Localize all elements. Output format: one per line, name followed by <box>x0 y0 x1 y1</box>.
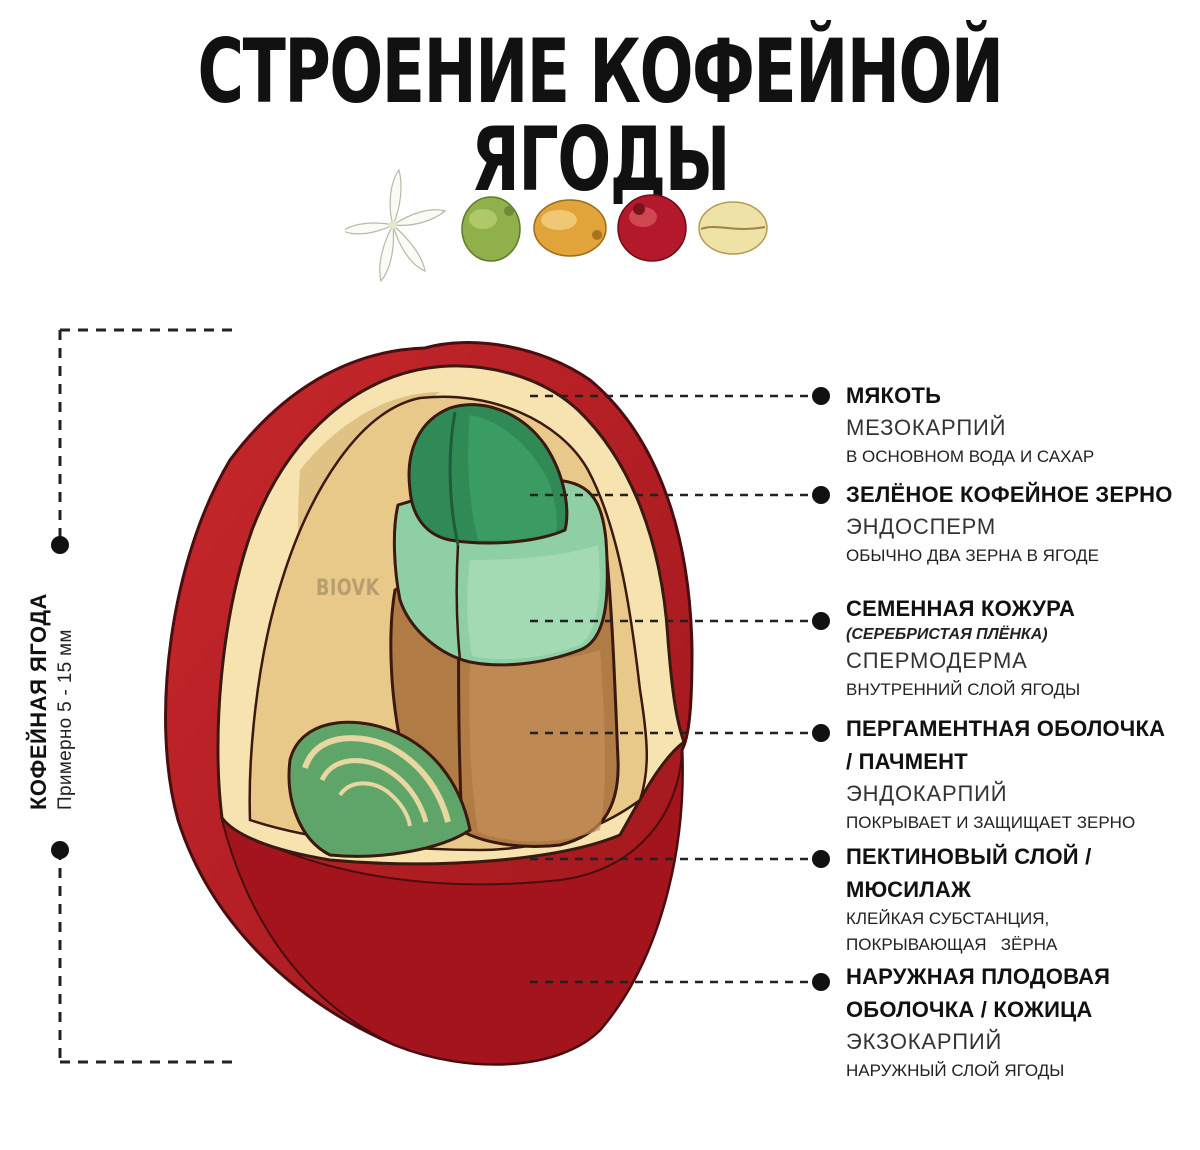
label-desc-line2: ПОКРЫВАЮЩАЯ ЗЁРНА <box>846 935 1058 954</box>
label-title: СЕМЕННАЯ КОЖУРА <box>846 596 1076 621</box>
label-term: ЭКЗОКАРПИЙ <box>846 1029 1003 1054</box>
label-title: ПЕКТИНОВЫЙ СЛОЙ / <box>846 844 1092 869</box>
bracket-dot-bottom <box>51 841 69 859</box>
label-title: НАРУЖНАЯ ПЛОДОВАЯ <box>846 964 1111 989</box>
bracket-dot-top <box>51 536 69 554</box>
label-desc: НАРУЖНЫЙ СЛОЙ ЯГОДЫ <box>846 1061 1065 1080</box>
size-label: КОФЕЙНАЯ ЯГОДА Примерно 5 - 15 мм <box>26 510 80 810</box>
green-bean-icon <box>698 201 768 255</box>
bean-shade <box>468 415 557 541</box>
size-bracket <box>58 328 240 1064</box>
label-exocarp: НАРУЖНАЯ ПЛОДОВАЯ ОБОЛОЧКА / КОЖИЦА ЭКЗО… <box>846 960 1196 1084</box>
exocarp-cut-face <box>220 749 684 1066</box>
size-label-title: КОФЕЙНАЯ ЯГОДА <box>26 593 51 810</box>
stages-svg <box>341 168 768 283</box>
label-mucilage: ПЕКТИНОВЫЙ СЛОЙ / МЮСИЛАЖ КЛЕЙКАЯ СУБСТА… <box>846 840 1196 958</box>
embryo-spiral <box>287 720 472 858</box>
label-term: МЕЗОКАРПИЙ <box>846 415 1007 440</box>
green-berry-icon <box>461 196 521 262</box>
label-desc: ОБЫЧНО ДВА ЗЕРНА В ЯГОДЕ <box>846 546 1099 565</box>
label-green-bean: ЗЕЛЁНОЕ КОФЕЙНОЕ ЗЕРНО ЭНДОСПЕРМ ОБЫЧНО … <box>846 478 1196 569</box>
flower-icon <box>341 168 447 283</box>
size-label-subtitle: Примерно 5 - 15 мм <box>55 629 76 810</box>
label-desc: В ОСНОВНОМ ВОДА И САХАР <box>846 447 1095 466</box>
label-pulp: МЯКОТЬ МЕЗОКАРПИЙ В ОСНОВНОМ ВОДА И САХА… <box>846 379 1196 470</box>
label-term: СПЕРМОДЕРМА <box>846 648 1028 673</box>
watermark: BIOVK <box>316 576 380 601</box>
label-desc: ПОКРЫВАЕТ И ЗАЩИЩАЕТ ЗЕРНО <box>846 813 1136 832</box>
label-term: ЭНДОКАРПИЙ <box>846 781 1008 806</box>
label-term: ЭНДОСПЕРМ <box>846 514 997 539</box>
label-title-line2: МЮСИЛАЖ <box>846 877 972 902</box>
label-desc: ВНУТРЕННИЙ СЛОЙ ЯГОДЫ <box>846 680 1081 699</box>
label-title: ПЕРГАМЕНТНАЯ ОБОЛОЧКА <box>846 716 1166 741</box>
label-parchment: ПЕРГАМЕНТНАЯ ОБОЛОЧКА / ПАЧМЕНТ ЭНДОКАРП… <box>846 712 1196 836</box>
label-title-line2: ОБОЛОЧКА / КОЖИЦА <box>846 997 1093 1022</box>
leader-lines <box>530 394 812 984</box>
page-title: СТРОЕНИЕ КОФЕЙНОЙ ЯГОДЫ <box>197 20 1004 211</box>
silverskin-shade <box>467 545 600 660</box>
label-title: ЗЕЛЁНОЕ КОФЕЙНОЕ ЗЕРНО <box>846 482 1173 507</box>
label-subtitle: (СЕРЕБРИСТАЯ ПЛЁНКА) <box>846 626 1048 643</box>
label-title-line2: / ПАЧМЕНТ <box>846 749 968 774</box>
bean-seam <box>448 411 460 546</box>
label-desc: КЛЕЙКАЯ СУБСТАНЦИЯ, <box>846 909 1050 928</box>
leader-dots <box>812 387 830 991</box>
label-title: МЯКОТЬ <box>846 383 942 408</box>
parchment-shade <box>469 650 605 842</box>
ripening-stages <box>341 165 775 285</box>
silverskin-seam <box>455 544 462 661</box>
label-silverskin: СЕМЕННАЯ КОЖУРА (СЕРЕБРИСТАЯ ПЛЁНКА) СПЕ… <box>846 592 1196 703</box>
yellow-berry-icon <box>533 199 607 257</box>
red-berry-icon <box>617 194 687 262</box>
